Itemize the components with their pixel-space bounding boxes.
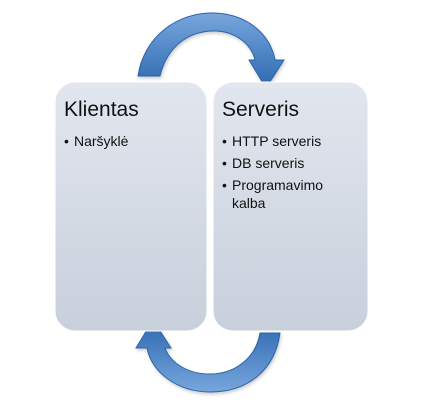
server-item-db: DB serveris — [222, 154, 350, 172]
client-title: Klientas — [64, 98, 139, 121]
top-cycle-arrow — [137, 12, 285, 89]
server-items: HTTP serveris DB serveris Programavimo k… — [222, 132, 350, 212]
server-content: Serveris HTTP serveris DB serveris Progr… — [222, 98, 350, 216]
bottom-cycle-arrow — [135, 319, 281, 393]
client-items: Naršyklė — [64, 132, 194, 150]
server-item-http: HTTP serveris — [222, 132, 350, 150]
client-item-browser: Naršyklė — [64, 132, 194, 150]
client-content: Klientas Naršyklė — [64, 98, 194, 154]
server-item-language: Programavimo kalba — [222, 176, 350, 212]
server-title: Serveris — [222, 98, 300, 121]
